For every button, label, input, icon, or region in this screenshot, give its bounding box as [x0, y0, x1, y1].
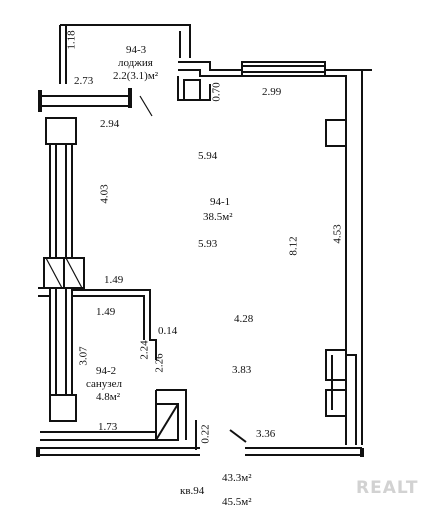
watermark-logo: REALT: [356, 478, 419, 498]
dim-center-width: 4.28: [234, 313, 254, 325]
dim-bath-inner-vert: 2.24: [138, 340, 151, 360]
top-wall: [177, 61, 372, 101]
main-room-area: 38.5м²: [203, 211, 233, 223]
dim-right-outer: 8.12: [287, 236, 300, 256]
left-wall: [38, 95, 130, 422]
bathroom-id: 94-2: [96, 365, 117, 377]
dim-loggia-height: 1.18: [65, 30, 78, 50]
dim-bath-vert: 3.07: [77, 346, 90, 366]
dim-mid-left: 1.49: [104, 274, 124, 286]
dim-top-wall-right: 2.99: [262, 86, 282, 98]
dim-bottom-right: 3.36: [256, 428, 276, 440]
main-room-id: 94-1: [210, 196, 231, 208]
dim-bath-bottom: 1.73: [98, 421, 118, 433]
dim-left-vertical: 4.03: [98, 184, 111, 204]
bathroom-area: 4.8м²: [96, 391, 121, 403]
bathroom-name: санузел: [86, 378, 123, 390]
apartment-number: кв.94: [180, 485, 205, 497]
dim-room-width-top: 5.94: [198, 150, 218, 162]
area-total: 45.5м²: [222, 496, 252, 508]
area-living: 43.3м²: [222, 472, 252, 484]
bottom-wall: [36, 429, 362, 456]
loggia-area: 2.2(3.1)м²: [113, 70, 159, 82]
dim-bottom-right-width: 3.83: [232, 364, 252, 376]
dim-loggia-width: 2.73: [74, 75, 94, 87]
dim-bath-inner-vert2: 2.26: [153, 353, 166, 373]
dim-room-width-bottom: 5.93: [198, 238, 218, 250]
window-hatch: [45, 95, 153, 289]
pillars: [36, 88, 364, 457]
dim-right-inner: 4.53: [331, 224, 344, 244]
dim-bottom-small: 0.22: [199, 424, 212, 444]
loggia-walls: [59, 24, 191, 84]
right-wall: [325, 78, 363, 445]
dim-bath-top: 1.49: [96, 306, 116, 318]
dim-left-upper: 2.94: [100, 118, 120, 130]
loggia-name: лоджия: [118, 57, 153, 69]
bathroom-walls: [40, 289, 197, 450]
dim-bath-step: 0.14: [158, 325, 178, 337]
loggia-id: 94-3: [126, 44, 147, 56]
dim-top-notch: 0.70: [210, 82, 223, 102]
